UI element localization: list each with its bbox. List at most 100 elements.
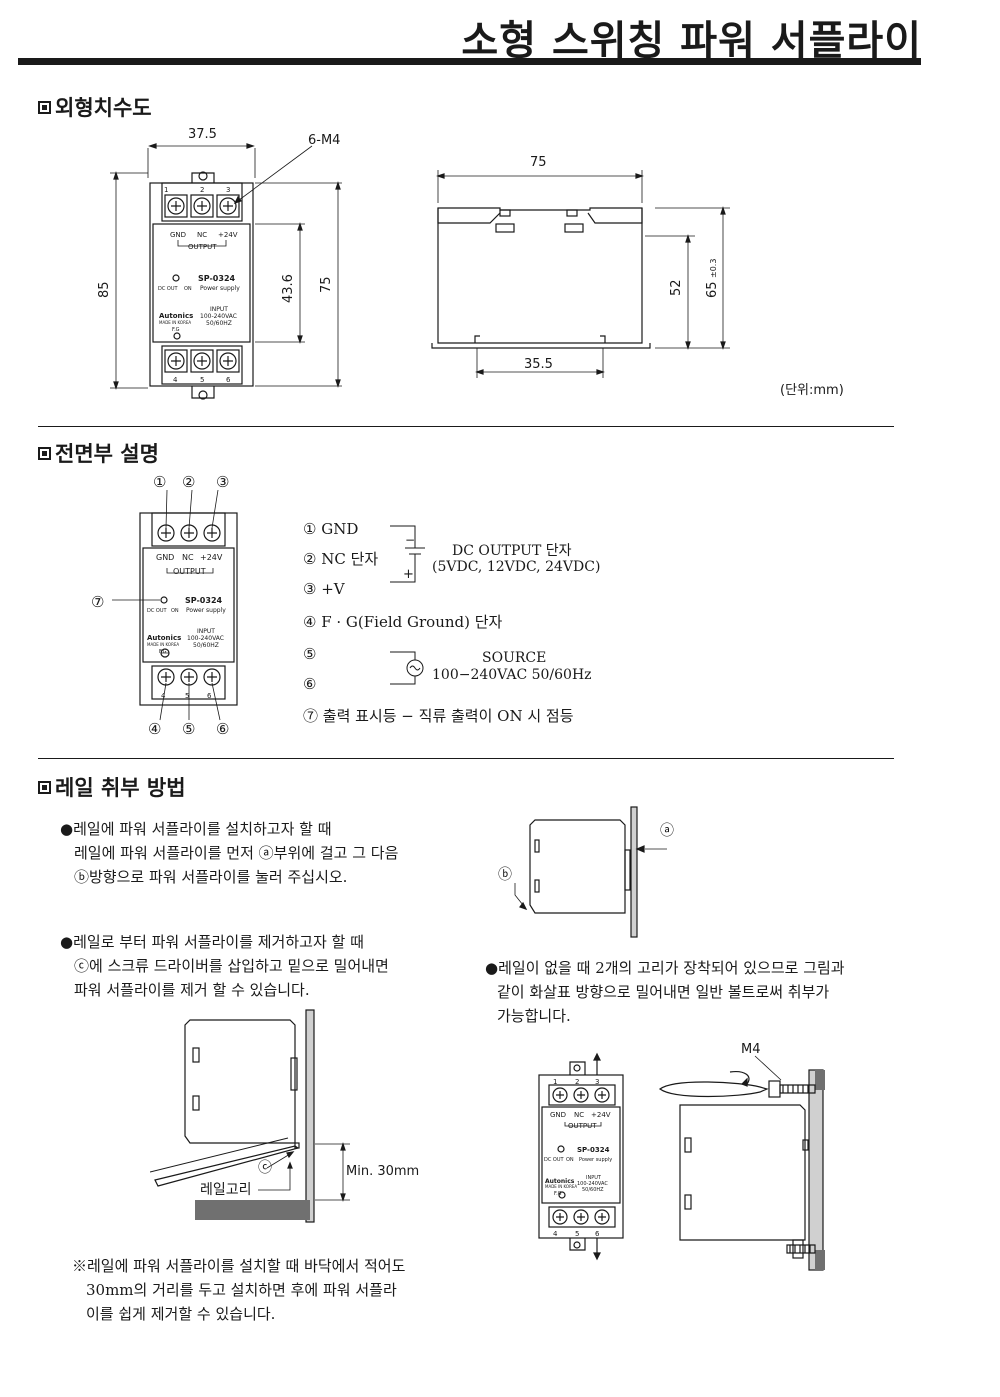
fg-label: F.G	[554, 1191, 562, 1197]
dim-height-85: 85	[97, 281, 112, 298]
power-supply-label: Power supply	[200, 285, 240, 292]
dim-side-width: 75	[530, 155, 547, 170]
dim-width-label: 37.5	[188, 127, 217, 142]
dim-side-65: 65	[705, 281, 720, 298]
input-label: INPUT	[210, 306, 228, 313]
terminal-label-4: 4	[161, 692, 166, 700]
made-label: MADE IN KOREA	[545, 1184, 577, 1189]
note-line-1: ※레일에 파워 서플라이를 설치할 때 바닥에서 적어도	[72, 1257, 406, 1275]
source-values: 100−240VAC 50/60Hz	[432, 667, 592, 683]
label-a: ⓐ	[660, 823, 674, 839]
fg-label: F.G	[159, 649, 167, 655]
install-line-3: ⓑ방향으로 파워 서플라이를 눌러 주십시오.	[74, 868, 348, 886]
label-b: ⓑ	[498, 867, 512, 883]
section-bullet-icon	[38, 780, 51, 794]
gnd-label: GND	[156, 553, 174, 562]
on-label: ON	[171, 608, 179, 614]
terminal-label-1: 1	[553, 1078, 557, 1086]
vac-label: 100-240VAC	[187, 635, 224, 642]
brand-label: Autonics	[147, 634, 181, 642]
minus-sign: −	[405, 533, 415, 547]
remove-figure: ⓒ 레일고리 Min. 30mm	[150, 1009, 419, 1223]
callout-5: ⑤	[182, 720, 195, 738]
callout-4: ④	[148, 720, 161, 738]
nc-label: NC	[574, 1111, 584, 1119]
made-label: MADE IN KOREA	[147, 642, 179, 647]
dim-screw-label: 6-M4	[308, 133, 340, 148]
dc-out-label: DC OUT	[147, 608, 168, 614]
terminal-label-3: 3	[226, 186, 230, 194]
hz-label: 50/60HZ	[206, 320, 232, 327]
terminal-label-6: 6	[595, 1230, 600, 1238]
model-label: SP-0324	[577, 1146, 610, 1154]
terminal-label-2: 2	[575, 1078, 579, 1086]
min-30mm-label: Min. 30mm	[346, 1164, 419, 1179]
plus-sign: +	[403, 567, 414, 582]
divider-1	[38, 426, 894, 427]
install-line-2: 레일에 파워 서플라이를 먼저 ⓐ부위에 걸고 그 다음	[74, 844, 399, 862]
terminal-label-2: 2	[200, 186, 204, 194]
front-item-5: ⑤	[303, 645, 317, 663]
vac-label: 100-240VAC	[577, 1181, 608, 1187]
page-title: 소형 스위칭 파워 서플라이	[461, 18, 922, 64]
callout-2: ②	[182, 473, 195, 491]
made-label: MADE IN KOREA	[159, 320, 191, 325]
terminal-label-6: 6	[207, 692, 212, 700]
label-c: ⓒ	[258, 1160, 272, 1176]
plus24-label: +24V	[218, 231, 238, 239]
front-item-2: ② NC 단자	[303, 550, 379, 568]
title-rule	[18, 58, 921, 65]
gnd-label: GND	[170, 231, 186, 239]
front-item-6: ⑥	[303, 675, 317, 693]
note-line-2: 30mm의 거리를 두고 설치하면 후에 파워 서플라	[86, 1281, 397, 1299]
plus24-label: +24V	[200, 553, 223, 562]
on-label: ON	[184, 286, 192, 292]
remove-line-2: ⓒ에 스크류 드라이버를 삽입하고 밑으로 밀어내면	[74, 957, 389, 975]
brand-label: Autonics	[545, 1178, 575, 1185]
source-bracket	[390, 651, 424, 685]
terminal-label-6: 6	[226, 376, 231, 384]
nc-label: NC	[182, 553, 194, 562]
callout-3: ③	[216, 473, 229, 491]
note-line-3: 이를 쉽게 제거할 수 있습니다.	[86, 1305, 276, 1323]
dc-output-label: DC OUTPUT 단자	[452, 543, 572, 559]
output-label: OUTPUT	[568, 1122, 597, 1130]
front-item-7: ⑦ 출력 표시등 − 직류 출력이 ON 시 점등	[303, 707, 574, 725]
front-item-4: ④ F · G(Field Ground) 단자	[303, 613, 503, 631]
section-front-title: 전면부 설명	[55, 442, 159, 466]
input-label: INPUT	[197, 628, 215, 635]
install-figure: ⓐ ⓑ	[498, 806, 674, 938]
section-bullet-icon	[38, 446, 51, 460]
remove-line-1: ●레일로 부터 파워 서플라이를 제거하고자 할 때	[60, 933, 364, 951]
front-item-3: ③ +V	[303, 580, 345, 598]
section-bullet-icon	[38, 100, 51, 114]
terminal-label-1: 1	[164, 186, 168, 194]
dim-height-436: 43.6	[281, 274, 296, 303]
terminal-label-4: 4	[553, 1230, 558, 1238]
on-label: ON	[566, 1157, 574, 1163]
rail-hook-label: 레일고리	[200, 1182, 252, 1198]
section-front-heading: 전면부 설명	[38, 438, 159, 468]
dc-output-bracket: − +	[390, 525, 425, 583]
source-label: SOURCE	[482, 650, 547, 666]
norail-line-3: 가능합니다.	[497, 1007, 571, 1025]
power-supply-label: Power supply	[186, 607, 226, 614]
section-dimensions-title: 외형치수도	[55, 96, 152, 120]
terminal-label-5: 5	[575, 1230, 579, 1238]
output-label: OUTPUT	[188, 243, 217, 251]
input-label: INPUT	[586, 1175, 602, 1181]
brand-label: Autonics	[159, 312, 193, 320]
vac-label: 100-240VAC	[200, 313, 237, 320]
side-dimension-drawing: 75 35.5 52 65 ±0.3	[431, 155, 730, 378]
bolt-mount-figure: M4 1 2 3 GND NC +24V OUTPUT SP-0324 DC O…	[538, 1042, 825, 1271]
terminal-label-3: 3	[595, 1078, 599, 1086]
dim-side-355: 35.5	[524, 357, 553, 372]
m4-label: M4	[741, 1042, 761, 1057]
front-dimension-drawing: 37.5 6-M4 1 2 3 GND NC +24V OUTPUT SP-03…	[97, 127, 342, 400]
hz-label: 50/60HZ	[582, 1187, 604, 1193]
unit-note: (단위:mm)	[780, 383, 844, 398]
dim-height-75: 75	[319, 276, 334, 293]
divider-2	[38, 758, 894, 759]
install-line-1: ●레일에 파워 서플라이를 설치하고자 할 때	[60, 820, 332, 838]
section-rail-heading: 레일 취부 방법	[38, 772, 186, 802]
